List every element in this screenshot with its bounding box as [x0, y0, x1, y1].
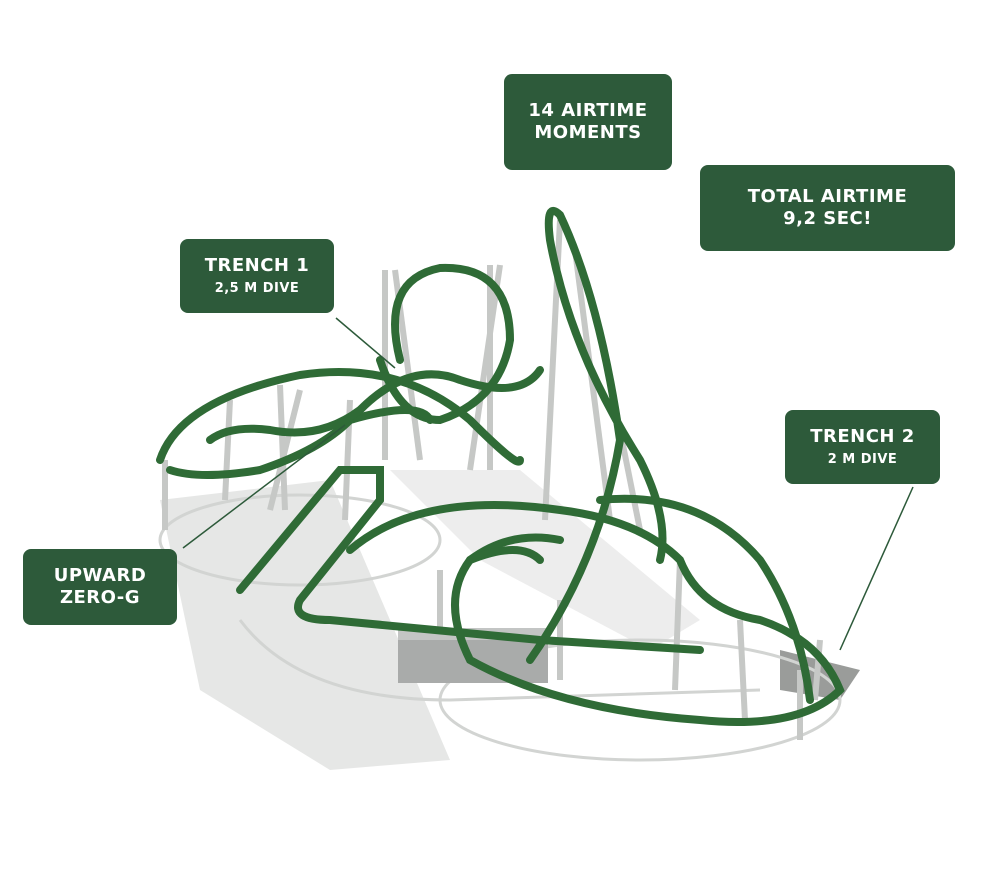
callout-detail: 2 M DIVE: [827, 452, 898, 467]
callout-detail: 2,5 M DIVE: [214, 281, 300, 296]
callout-title: TRENCH 2: [810, 426, 915, 448]
zero-g-leader-line: [182, 424, 346, 549]
ground-track-outlines: [158, 493, 842, 762]
callout-line: UPWARD: [53, 565, 147, 587]
airtime-moments-callout: 14 AIRTIME MOMENTS: [504, 74, 672, 170]
trench2-callout: TRENCH 2 2 M DIVE: [785, 410, 940, 484]
trench1-callout: TRENCH 1 2,5 M DIVE: [180, 239, 334, 313]
callout-line: 9,2 SEC!: [783, 208, 872, 229]
trench1-leader-line: [335, 317, 396, 369]
callout-title: TRENCH 1: [204, 255, 310, 277]
coaster-track: [156, 207, 845, 726]
callout-line: TOTAL AIRTIME: [747, 186, 908, 208]
trench2-leader-line: [839, 486, 914, 651]
callout-line: 14 AIRTIME: [528, 100, 648, 122]
callout-line: MOMENTS: [534, 122, 642, 143]
total-airtime-callout: TOTAL AIRTIME 9,2 SEC!: [700, 165, 955, 251]
upward-zero-g-callout: UPWARD ZERO-G: [23, 549, 177, 625]
leader-lines: [182, 317, 914, 651]
callout-line: ZERO-G: [59, 587, 141, 608]
